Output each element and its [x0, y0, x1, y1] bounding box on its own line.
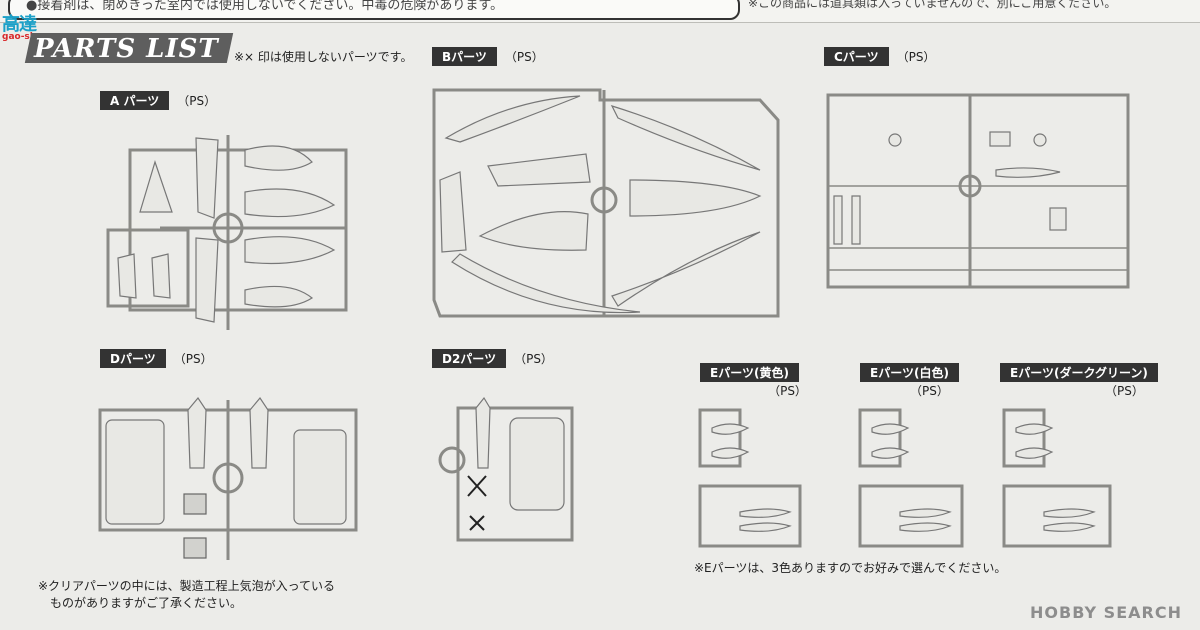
sprue-label-e-yellow: Eパーツ(黄色)（PS）: [700, 363, 807, 399]
sprue-label-e-white: Eパーツ(白色)（PS）: [860, 363, 967, 399]
logo-text: 高達: [2, 14, 37, 35]
warning-text: ●接着剤は、閉めきった室内では使用しないでください。中毒の危険があります。: [26, 0, 504, 13]
sprue-a-diagram: [106, 135, 348, 330]
sprue-e-green-diagram: [1002, 408, 1112, 548]
sprue-c-diagram: [826, 93, 1130, 289]
sprue-label-e-green: Eパーツ(ダークグリーン)（PS）: [1000, 363, 1166, 399]
sprue-label-d: Dパーツ（PS）: [100, 349, 213, 368]
sprue-label-d2: D2パーツ（PS）: [432, 349, 553, 368]
sprue-d2-diagram: [438, 396, 574, 542]
hobby-search-watermark: HOBBY SEARCH: [1030, 603, 1182, 622]
parts-list-title: PARTS LIST: [34, 34, 219, 64]
sprue-b-diagram: [432, 88, 780, 318]
sprue-d-diagram: [98, 396, 358, 560]
e-parts-note: ※Eパーツは、3色ありますのでお好みで選んでください。: [694, 561, 1007, 575]
unused-parts-note: ※× 印は使用しないパーツです。: [234, 50, 413, 64]
sprue-label-c: Cパーツ（PS）: [824, 47, 935, 66]
sprue-label-b: Bパーツ（PS）: [432, 47, 544, 66]
warning-box: [8, 0, 740, 20]
sprue-e-yellow-diagram: [698, 408, 802, 548]
tools-note: ※この商品には道具類は入っていませんので、別にご用意ください。: [748, 0, 1117, 10]
sprue-label-a: A パーツ（PS）: [100, 91, 216, 110]
sprue-e-white-diagram: [858, 408, 964, 548]
clear-parts-note: ※クリアパーツの中には、製造工程上気泡が入っている ものがありますがご了承くださ…: [38, 579, 335, 610]
